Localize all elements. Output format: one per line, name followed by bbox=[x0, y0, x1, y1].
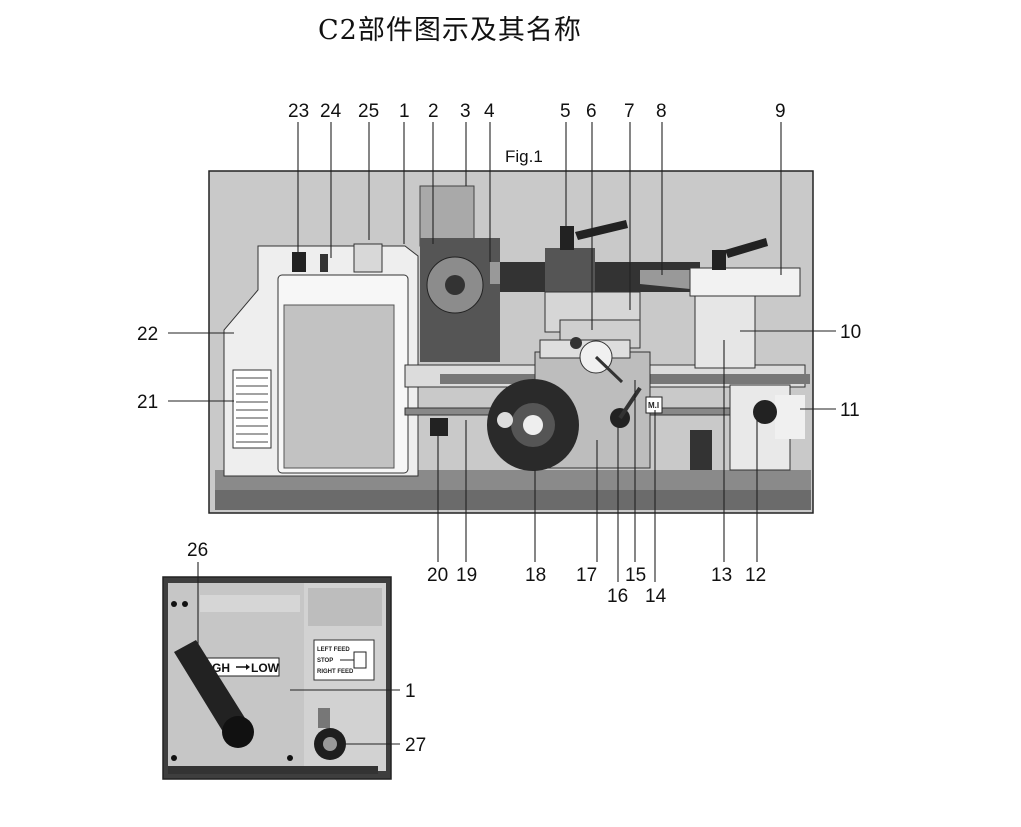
callout-21: 21 bbox=[137, 392, 158, 413]
callout-24: 24 bbox=[320, 101, 342, 122]
inset-photo: LEFT FEED STOP RIGHT FEED HIGH LOW bbox=[162, 576, 392, 780]
callout-16: 16 bbox=[607, 586, 628, 607]
callout-14: 14 bbox=[645, 586, 667, 607]
feed-left-label: LEFT FEED bbox=[317, 647, 350, 653]
callout-3: 3 bbox=[460, 101, 471, 122]
callout-9: 9 bbox=[775, 101, 786, 122]
callout-13: 13 bbox=[711, 565, 732, 586]
page-title: C2部件图示及其名称 bbox=[318, 15, 582, 46]
callout-11: 11 bbox=[840, 400, 860, 421]
top-leaders bbox=[297, 122, 782, 330]
plate-mark: M.I bbox=[648, 401, 659, 410]
callout-23: 23 bbox=[288, 101, 309, 122]
callout-25: 25 bbox=[358, 101, 379, 122]
lathe-photo: M.I bbox=[208, 170, 814, 514]
callout-6: 6 bbox=[586, 101, 597, 122]
callout-2: 2 bbox=[428, 101, 439, 122]
callout-22: 22 bbox=[137, 324, 158, 345]
feed-right-label: RIGHT FEED bbox=[317, 669, 354, 675]
bottom-leaders bbox=[437, 340, 758, 582]
feed-stop-label: STOP bbox=[317, 658, 333, 664]
callout-17: 17 bbox=[576, 565, 597, 586]
callout-15: 15 bbox=[625, 565, 646, 586]
callout-1: 1 bbox=[399, 101, 410, 122]
callout-10: 10 bbox=[840, 322, 861, 343]
callout-4: 4 bbox=[484, 101, 495, 122]
callout-7: 7 bbox=[624, 101, 635, 122]
callout-inset-1: 1 bbox=[405, 681, 416, 702]
callout-18: 18 bbox=[525, 565, 546, 586]
callout-27: 27 bbox=[405, 735, 426, 756]
callout-5: 5 bbox=[560, 101, 571, 122]
callout-8: 8 bbox=[656, 101, 667, 122]
figure-label: Fig.1 bbox=[505, 147, 543, 166]
callout-26: 26 bbox=[187, 540, 208, 561]
callout-19: 19 bbox=[456, 565, 477, 586]
callout-12: 12 bbox=[745, 565, 766, 586]
callout-20: 20 bbox=[427, 565, 448, 586]
low-label: LOW bbox=[251, 661, 280, 675]
